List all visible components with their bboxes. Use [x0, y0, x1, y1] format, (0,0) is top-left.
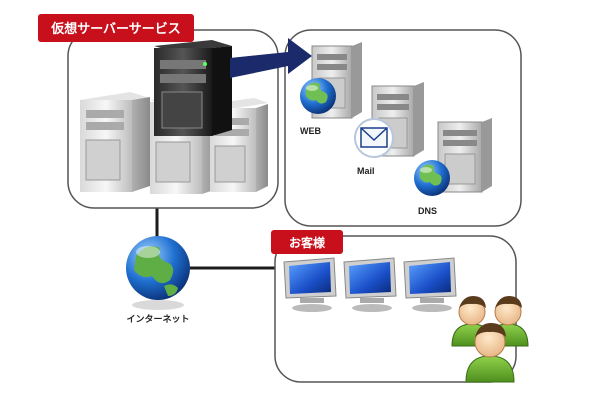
- globe-icon: [414, 160, 450, 196]
- monitor-icon: [283, 257, 337, 312]
- gray-server-tower-icon: [80, 92, 150, 192]
- customer-label: お客様: [289, 235, 326, 250]
- customer-tag: お客様: [271, 230, 343, 254]
- internet-label: インターネット: [126, 313, 189, 324]
- dns-label: DNS: [418, 206, 437, 216]
- mail-label: Mail: [357, 166, 375, 176]
- dark-server-tower-icon: [154, 40, 232, 136]
- web-label: WEB: [300, 126, 321, 136]
- people-icon: [451, 296, 529, 383]
- monitor-icon: [343, 257, 397, 312]
- server-tower-icon: [437, 118, 492, 193]
- monitor-icon: [403, 257, 457, 312]
- virtual-server-service-label: 仮想サーバーサービス: [50, 21, 181, 36]
- globe-icon: [126, 236, 190, 310]
- globe-icon: [300, 78, 336, 114]
- virtualization-arrow: [230, 38, 312, 78]
- virtual-server-service-tag: 仮想サーバーサービス: [38, 14, 194, 42]
- envelope-icon: [354, 118, 394, 158]
